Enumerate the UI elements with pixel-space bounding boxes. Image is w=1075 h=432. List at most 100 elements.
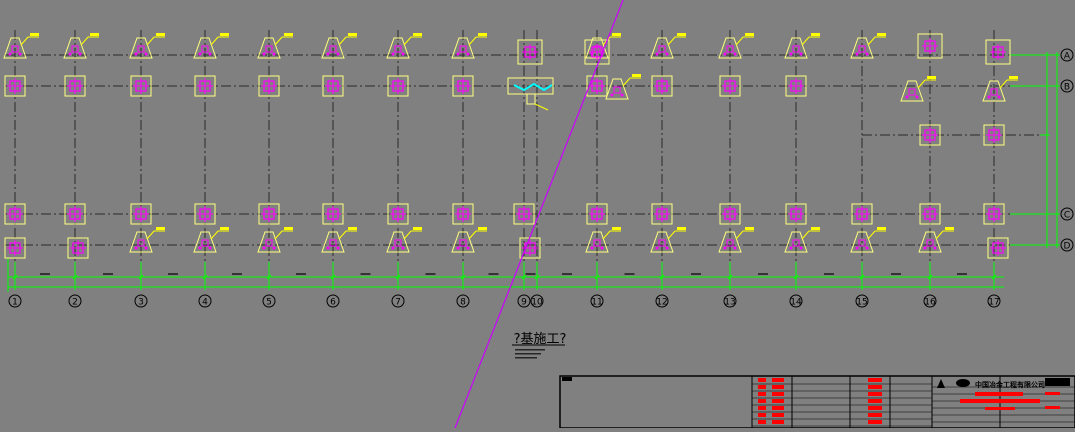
footing-outline: [586, 203, 608, 225]
footing-A14: [784, 33, 820, 59]
footing-D13: [718, 227, 754, 253]
footing-outline: [526, 93, 536, 105]
dimension-slash: [991, 274, 997, 280]
footing-D6: [321, 227, 357, 253]
note-text-mark: [515, 353, 541, 355]
company-logo: [956, 379, 970, 387]
anchor-dot: [655, 246, 659, 250]
signature-mark: [868, 406, 882, 410]
footing-tag: [413, 33, 422, 36]
footing-tag: [478, 227, 487, 230]
footing-outline: [605, 78, 629, 100]
section-cut-line: [454, 0, 624, 429]
footing-outline: [919, 203, 941, 225]
axis-bubble-11: [590, 294, 604, 308]
footing-B6: [322, 75, 344, 97]
label-leader: [274, 36, 283, 46]
dimension-lines: [7, 52, 1060, 292]
drawing-number-box: [1045, 378, 1070, 386]
anchor-dot: [68, 52, 72, 56]
footing-B-trap: [900, 76, 936, 102]
footing-outline: [919, 124, 941, 146]
anchor-dot: [198, 52, 202, 56]
axis-label: 15: [856, 298, 867, 308]
footing-C8: [452, 203, 474, 225]
column-outline: [613, 86, 621, 94]
anchor-dot: [610, 93, 614, 97]
dimension-slash: [927, 274, 933, 280]
footing-A8: [451, 33, 487, 59]
footing-outline: [982, 80, 1006, 102]
dimension-value-mark: [957, 273, 967, 275]
footing-outline: [64, 75, 86, 97]
anchor-dot: [655, 52, 659, 56]
column-outline: [265, 45, 273, 53]
signature-mark: [772, 406, 784, 410]
footing-A-square: [517, 39, 543, 65]
note-text-mark: [515, 357, 537, 359]
anchor-dot: [134, 52, 138, 56]
dimension-slash: [72, 274, 78, 280]
column-outline: [459, 239, 467, 247]
footing-B1: [4, 75, 26, 97]
company-logo-mark: [937, 379, 945, 388]
footing-outline: [64, 203, 86, 225]
anchor-dot: [733, 246, 737, 250]
highlight-path: [513, 82, 553, 92]
dimension-slash: [859, 274, 865, 280]
anchor-dot: [262, 246, 266, 250]
signature-mark: [868, 420, 882, 424]
footing-outline: [3, 37, 27, 59]
label-leader: [667, 230, 676, 240]
company-name: 中国冶金工程有限公司: [975, 380, 1045, 389]
axis-bubble-13: [723, 294, 737, 308]
footing-A6: [321, 33, 357, 59]
footing-A-square: [917, 33, 943, 59]
footing-tag: [413, 227, 422, 230]
footing-outline: [785, 75, 807, 97]
axis-bubble-2: [68, 294, 82, 308]
signature-mark: [772, 399, 784, 403]
label-leader: [403, 36, 412, 46]
signature-mark: [758, 420, 766, 424]
footing-outline: [851, 203, 873, 225]
signature-mark: [772, 413, 784, 417]
dimension-value-mark: [40, 273, 50, 275]
axis-bubble-B: [1060, 79, 1074, 93]
label-leader: [80, 36, 89, 46]
footing-outline: [258, 75, 280, 97]
footing-tag: [811, 33, 820, 36]
footing-outline: [4, 75, 26, 97]
signature-mark: [758, 399, 766, 403]
axis-label: 17: [988, 298, 999, 308]
drawing-title: ?基施工?: [514, 332, 567, 347]
footing-tag: [945, 227, 954, 230]
footing-outline: [651, 203, 673, 225]
footing-tag: [156, 33, 165, 36]
anchor-dot: [134, 246, 138, 250]
drawing-name-mark: [975, 392, 1023, 396]
footing-outline: [387, 75, 409, 97]
signature-mark: [772, 378, 784, 382]
column-outline: [11, 45, 19, 53]
footing-outline: [386, 231, 410, 253]
footing-outline: [983, 124, 1005, 146]
footing-tag: [677, 33, 686, 36]
label-leader: [338, 230, 347, 240]
footing-C17: [983, 203, 1005, 225]
column-outline: [658, 239, 666, 247]
column-outline: [329, 239, 337, 247]
footing-outline: [257, 231, 281, 253]
signature-mark: [868, 399, 882, 403]
dimension-value-mark: [103, 273, 113, 275]
anchor-dot: [789, 246, 793, 250]
axis-label: 10: [531, 298, 543, 308]
footing-tag: [677, 227, 686, 230]
anchor-dot: [799, 52, 803, 56]
note-text-mark: [515, 349, 545, 351]
footing-outline: [67, 237, 89, 259]
axis-bubble-7: [391, 294, 405, 308]
dimension-value-mark: [296, 273, 306, 275]
label-leader: [210, 36, 219, 46]
signature-mark: [758, 378, 766, 382]
